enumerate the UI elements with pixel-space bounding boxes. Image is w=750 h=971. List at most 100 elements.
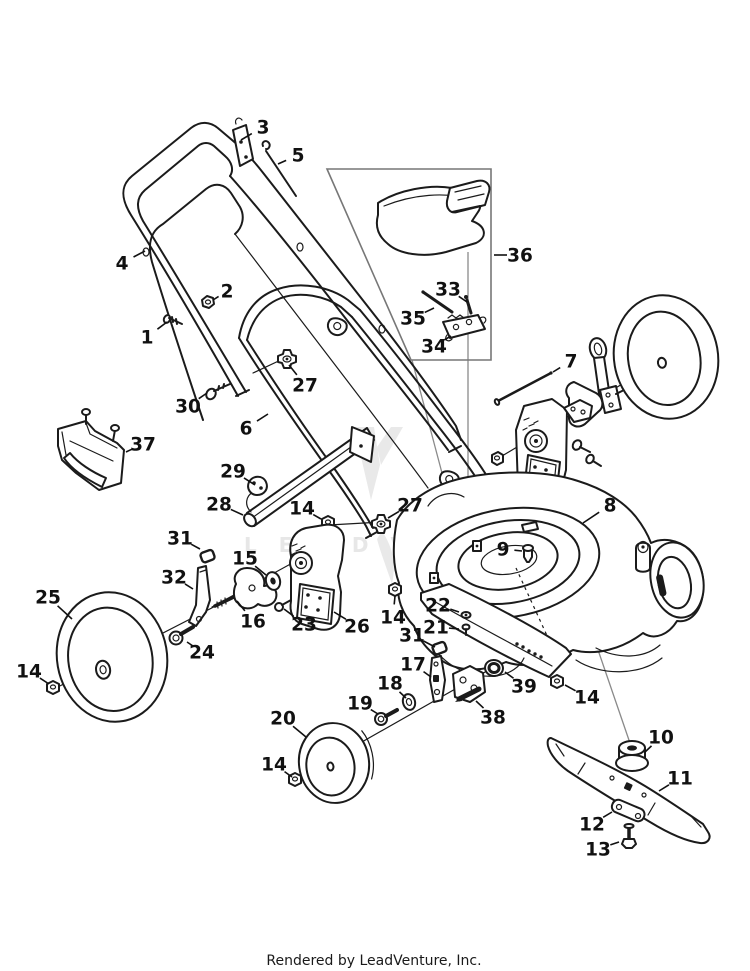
part-number-label[interactable]: 20 (270, 709, 296, 730)
callout-2[interactable]: 2 (212, 282, 234, 303)
callout-35[interactable]: 35 (400, 307, 435, 330)
part-number-label[interactable]: 15 (232, 549, 258, 570)
part-number-label[interactable]: 28 (206, 495, 232, 516)
part-number-label[interactable]: 14 (16, 662, 42, 683)
part-number-label[interactable]: 8 (604, 496, 617, 517)
part-number-label[interactable]: 38 (480, 708, 506, 729)
part-number-label[interactable]: 14 (289, 499, 315, 520)
part-number-label[interactable]: 35 (400, 309, 426, 330)
part-number-label[interactable]: 3 (257, 118, 270, 139)
callout-19[interactable]: 19 (347, 694, 379, 715)
part-number-label[interactable]: 32 (161, 568, 187, 589)
callout-7[interactable]: 7 (552, 352, 578, 373)
part-number-label[interactable]: 4 (116, 254, 129, 275)
part-number-label[interactable]: 5 (292, 146, 305, 167)
part-number-label[interactable]: 14 (261, 755, 287, 776)
callout-14[interactable]: 14 (261, 755, 293, 778)
part-number-label[interactable]: 33 (435, 280, 461, 301)
part-number-label[interactable]: 31 (167, 529, 193, 550)
callout-14[interactable]: 14 (16, 662, 50, 685)
callout-27[interactable]: 27 (288, 364, 318, 397)
part-number-label[interactable]: 25 (35, 588, 61, 609)
leader-line (387, 510, 400, 519)
callout-18[interactable]: 18 (377, 674, 407, 699)
callout-34[interactable]: 34 (421, 335, 452, 358)
part-number-label[interactable]: 7 (565, 352, 578, 373)
callout-13[interactable]: 13 (585, 840, 620, 861)
part-number-label[interactable]: 13 (585, 840, 611, 861)
callout-6[interactable]: 6 (240, 413, 269, 440)
callout-14[interactable]: 14 (289, 499, 322, 520)
part-number-label[interactable]: 14 (574, 688, 600, 709)
callout-31[interactable]: 31 (399, 626, 436, 648)
callout-21[interactable]: 21 (423, 618, 460, 639)
part-number-label[interactable]: 22 (425, 596, 451, 617)
callout-1[interactable]: 1 (141, 321, 168, 349)
callout-15[interactable]: 15 (232, 549, 267, 576)
leader-line (292, 725, 307, 738)
callout-33[interactable]: 33 (435, 280, 468, 303)
part-number-label[interactable]: 24 (189, 643, 215, 664)
callout-14[interactable]: 14 (564, 684, 600, 709)
part-number-label[interactable]: 27 (397, 496, 423, 517)
part-number-label[interactable]: 14 (380, 608, 406, 629)
callout-9[interactable]: 9 (497, 540, 523, 561)
callout-22[interactable]: 22 (425, 596, 460, 617)
callout-4[interactable]: 4 (116, 250, 146, 275)
callout-31[interactable]: 31 (167, 529, 201, 550)
part-number-label[interactable]: 17 (400, 655, 426, 676)
leader-line (184, 583, 194, 590)
callout-30[interactable]: 30 (175, 392, 208, 418)
callout-11[interactable]: 11 (658, 769, 693, 792)
callout-28[interactable]: 28 (206, 495, 244, 516)
part-number-label[interactable]: 23 (291, 615, 317, 636)
callout-5[interactable]: 5 (277, 146, 305, 167)
callout-24[interactable]: 24 (186, 641, 215, 664)
callout-38[interactable]: 38 (475, 700, 506, 729)
part-number-label[interactable]: 11 (667, 769, 693, 790)
part-number-label[interactable]: 26 (344, 617, 370, 638)
callout-26[interactable]: 26 (333, 611, 370, 638)
callout-39[interactable]: 39 (504, 671, 537, 698)
part-number-label[interactable]: 1 (141, 328, 154, 349)
callout-3[interactable]: 3 (240, 118, 270, 141)
front-height-assembly (168, 523, 345, 646)
part-number-label[interactable]: 2 (221, 282, 234, 303)
callout-16[interactable]: 16 (236, 600, 266, 633)
part-number-label[interactable]: 9 (497, 540, 510, 561)
callout-12[interactable]: 12 (579, 811, 613, 836)
callout-36[interactable]: 36 (494, 246, 533, 267)
part-number-label[interactable]: 16 (240, 612, 266, 633)
callout-23[interactable]: 23 (283, 608, 317, 636)
callout-29[interactable]: 29 (220, 462, 256, 486)
leader-line (552, 366, 561, 373)
callout-8[interactable]: 8 (582, 496, 617, 524)
leader-line (602, 811, 613, 818)
part-number-label[interactable]: 6 (240, 419, 253, 440)
part-14-nut (46, 680, 60, 695)
part-number-label[interactable]: 27 (292, 376, 318, 397)
part-number-label[interactable]: 21 (423, 618, 449, 639)
callout-32[interactable]: 32 (161, 568, 194, 590)
part-number-label[interactable]: 36 (507, 246, 533, 267)
part-number-label[interactable]: 18 (377, 674, 403, 695)
callout-27[interactable]: 27 (387, 496, 423, 519)
part-number-label[interactable]: 19 (347, 694, 373, 715)
callout-17[interactable]: 17 (400, 655, 432, 678)
part-number-label[interactable]: 37 (130, 435, 156, 456)
callout-10[interactable]: 10 (644, 728, 674, 753)
part-number-label[interactable]: 29 (220, 462, 246, 483)
part-number-label[interactable]: 31 (399, 626, 425, 647)
leader-line (198, 392, 208, 400)
callout-20[interactable]: 20 (270, 709, 307, 738)
part-number-label[interactable]: 10 (648, 728, 674, 749)
callout-37[interactable]: 37 (125, 435, 156, 456)
callout-25[interactable]: 25 (35, 588, 73, 620)
part-number-label[interactable]: 12 (579, 815, 605, 836)
part-number-label[interactable]: 39 (511, 677, 537, 698)
part-number-label[interactable]: 34 (421, 337, 447, 358)
callout-14[interactable]: 14 (380, 595, 406, 629)
part-number-label[interactable]: 30 (175, 397, 201, 418)
part-14-nut (550, 674, 564, 689)
